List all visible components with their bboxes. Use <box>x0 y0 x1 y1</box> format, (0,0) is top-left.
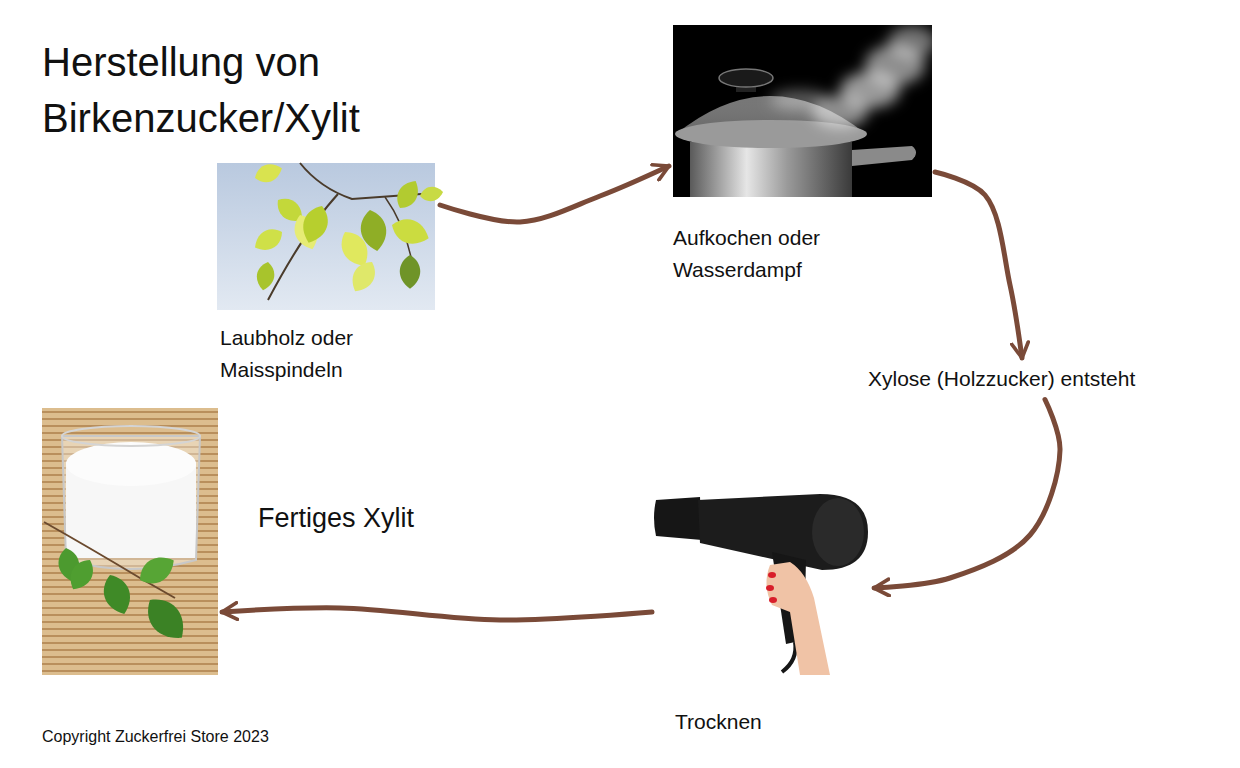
leaf <box>64 555 99 595</box>
dryer-back <box>812 498 864 566</box>
step-caption: Xylose (Holzzucker) entsteht <box>868 363 1135 395</box>
leaf <box>400 255 420 289</box>
flow-arrow <box>874 400 1060 589</box>
leaf <box>139 590 194 647</box>
bamboo-mat <box>42 408 218 675</box>
fingernail <box>766 585 774 591</box>
process-step: Trocknen <box>652 490 874 746</box>
copyright-note: Copyright Zuckerfrei Store 2023 <box>42 725 269 749</box>
leaf <box>358 208 390 253</box>
lid-knob <box>719 69 773 87</box>
step-caption: Trocknen <box>675 706 870 738</box>
fingernail <box>768 572 776 578</box>
leaf <box>250 224 286 256</box>
sky-ground <box>217 163 435 310</box>
leaf <box>134 550 180 590</box>
flow-arrow <box>935 172 1022 358</box>
hair-dryer-photo <box>654 494 868 675</box>
process-step: Fertiges Xylit <box>40 405 222 677</box>
steam <box>770 26 936 128</box>
pot-body <box>690 142 852 197</box>
steam-puff <box>888 26 936 58</box>
birch-leaves-photo <box>217 160 444 310</box>
step-caption: Aufkochen oder Wasserdampf <box>673 222 863 285</box>
flow-arrow <box>222 608 652 620</box>
process-step: Laubholz oder Maisspindeln <box>215 160 440 393</box>
step-caption: Laubholz oder Maisspindeln <box>220 322 405 385</box>
leaf <box>419 185 445 203</box>
leaf <box>388 214 433 250</box>
leaf <box>346 257 381 297</box>
birch-branch <box>268 194 338 300</box>
glass-rim <box>62 426 200 446</box>
steaming-pot-photo <box>673 25 936 197</box>
step-caption: Fertiges Xylit <box>258 498 440 539</box>
leaf <box>392 176 424 212</box>
hand <box>766 562 830 675</box>
leaf <box>254 260 276 291</box>
flow-arrow <box>440 166 669 222</box>
glass-bowl <box>62 436 200 569</box>
leaf <box>252 160 285 186</box>
fingernail <box>769 597 777 603</box>
leaf <box>298 202 334 247</box>
diagram-title: Herstellung von Birkenzucker/Xylit <box>42 34 442 146</box>
dryer-nozzle <box>654 497 702 540</box>
leaf <box>98 571 136 619</box>
dryer-cord <box>782 642 795 672</box>
pot-handle <box>852 146 916 166</box>
process-step: Aufkochen oder Wasserdampf <box>669 22 935 293</box>
steam-puff <box>770 90 830 110</box>
xylitol-bowl-photo <box>42 408 218 675</box>
process-step: Xylose (Holzzucker) entsteht <box>864 358 1141 400</box>
